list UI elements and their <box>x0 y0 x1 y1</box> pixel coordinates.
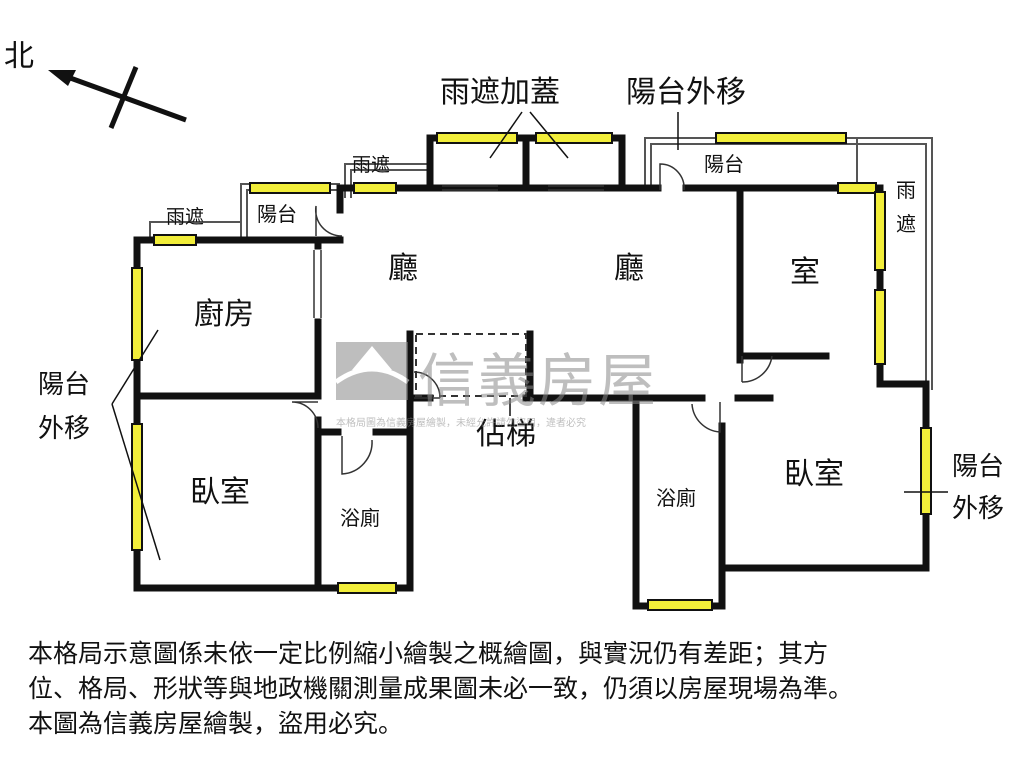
disclaimer-line-2: 位、格局、形狀等與地政機關測量成果圖未必一致，仍須以房屋現場為準。 <box>28 674 854 703</box>
balcony-moved-left-label-1: 陽台 <box>38 370 91 400</box>
canopy-small-label: 雨遮 <box>352 154 391 176</box>
watermark-notice: 本格局圖為信義房屋繪製，未經允許請勿盜用，違者必究 <box>336 418 586 429</box>
balcony-moved-right-label-2: 外移 <box>952 494 1005 524</box>
doors <box>291 163 773 475</box>
disclaimer-line-3: 本圖為信義房屋繪製，盜用必究。 <box>28 709 404 738</box>
canopy-right-label-1: 雨 <box>896 178 916 202</box>
bathroom-right-label: 浴廁 <box>656 486 696 510</box>
bedroom-left-label: 臥室 <box>190 475 250 510</box>
room-top-right-label: 室 <box>790 255 820 290</box>
canopy-left-label: 雨遮 <box>166 206 205 228</box>
watermark-logo-icon <box>334 342 410 400</box>
balcony-left-label: 陽台 <box>257 202 297 226</box>
north-label: 北 <box>4 39 34 74</box>
balcony-moved-left-label-2: 外移 <box>38 414 91 444</box>
living-room-right-label: 廳 <box>614 251 644 286</box>
canopy-addition-label: 雨遮加蓋 <box>440 75 560 110</box>
bedroom-right-label: 臥室 <box>784 457 844 492</box>
living-room-left-label: 廳 <box>388 251 418 286</box>
callout-lines <box>111 111 948 561</box>
north-arrow-icon <box>48 66 187 129</box>
disclaimer: 本格局示意圖係未依一定比例縮小繪製之概繪圖，與實況仍有差距；其方 位、格局、形狀… <box>28 636 1018 741</box>
balcony-top-label: 陽台 <box>704 152 744 176</box>
kitchen-label: 廚房 <box>194 297 254 332</box>
balcony-moved-right-label-1: 陽台 <box>952 452 1005 482</box>
stairs-label: 佔梯 <box>476 417 536 452</box>
stair-outline <box>415 333 527 397</box>
balcony-moved-top-label: 陽台外移 <box>626 75 746 110</box>
disclaimer-line-1: 本格局示意圖係未依一定比例縮小繪製之概繪圖，與實況仍有差距；其方 <box>28 639 829 668</box>
watermark-brand: 信義房屋 <box>418 347 659 415</box>
canopy-right-label-2: 遮 <box>896 212 916 236</box>
bathroom-left-label: 浴廁 <box>340 506 380 530</box>
